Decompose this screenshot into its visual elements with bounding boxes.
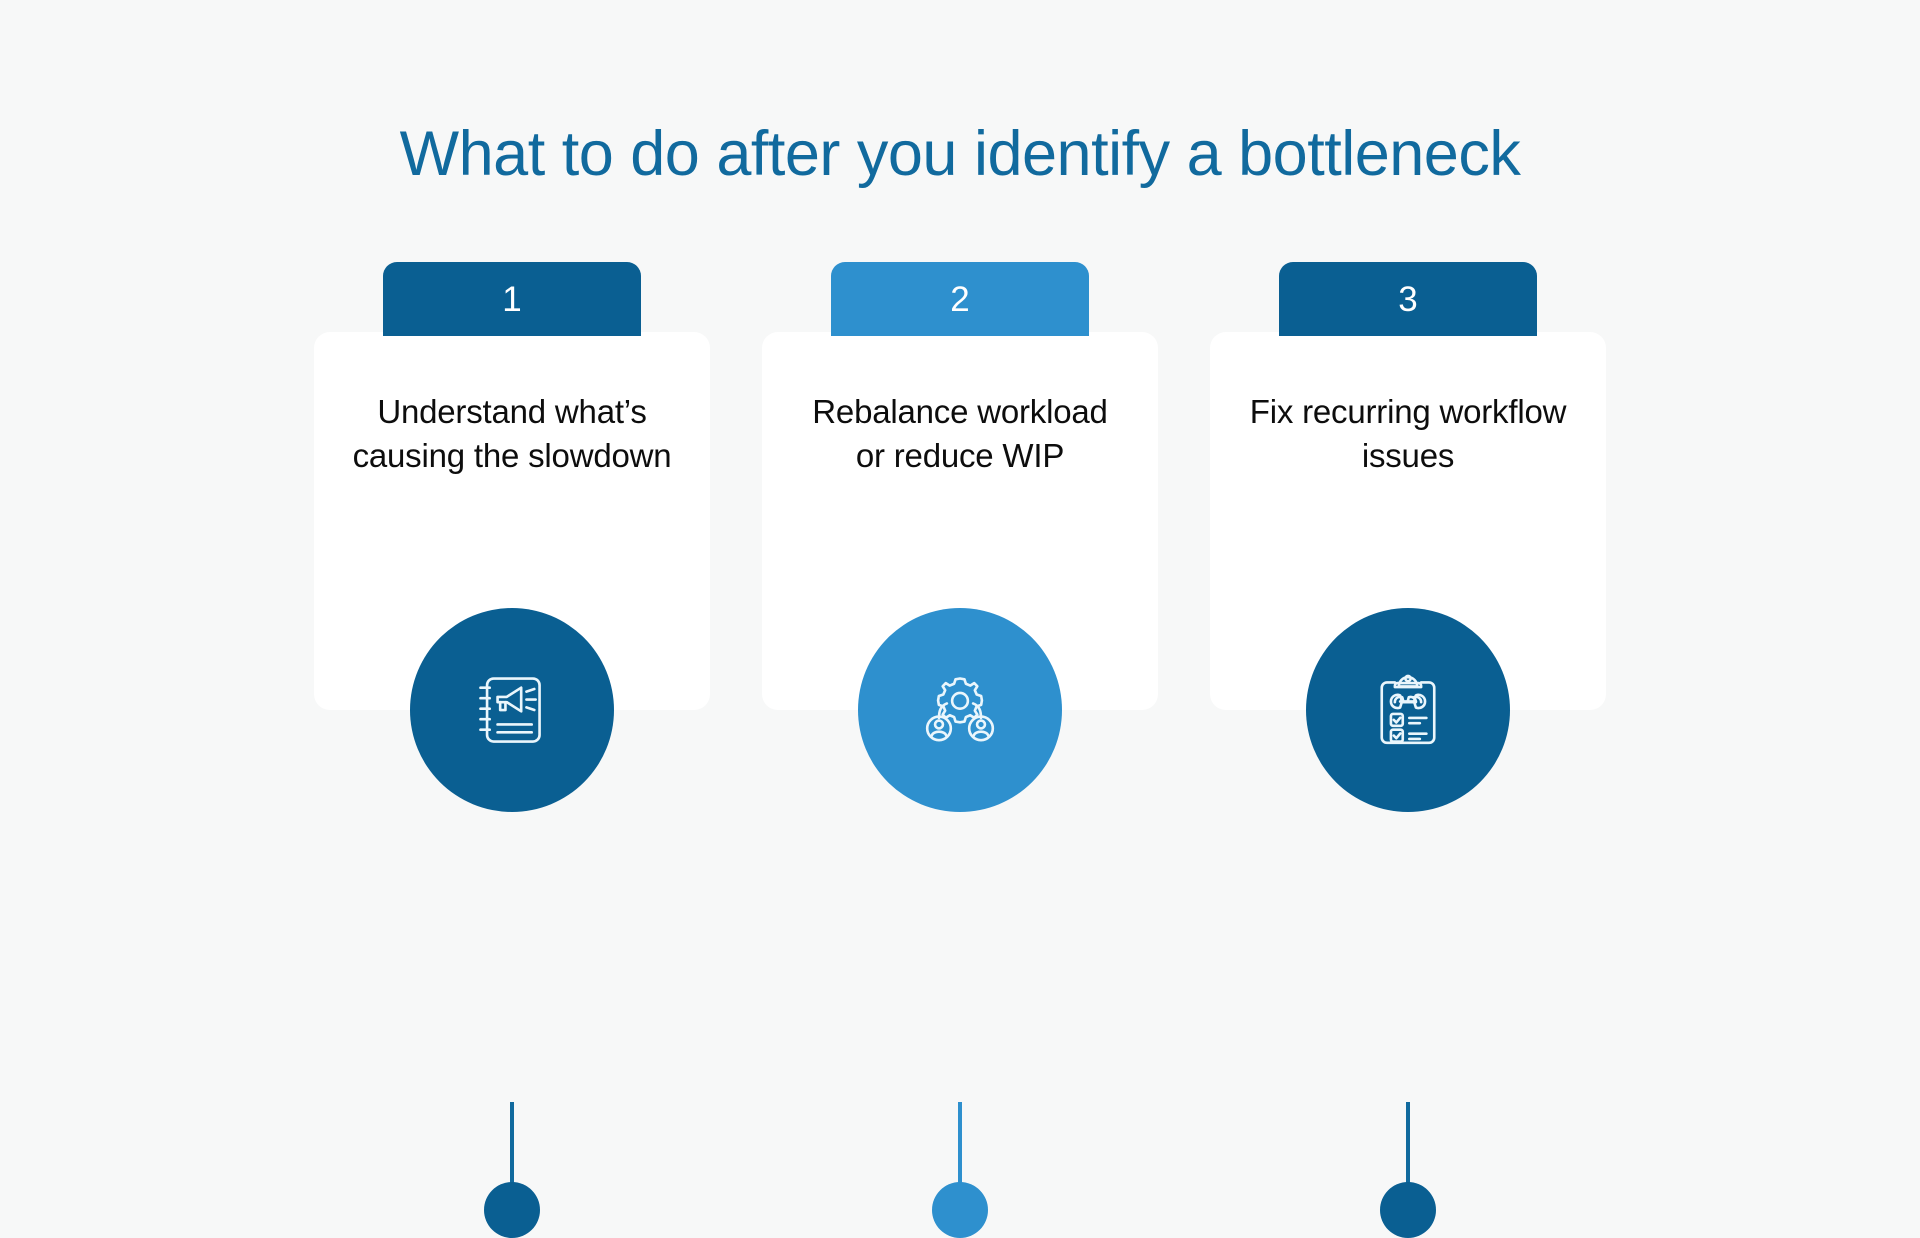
connector-dot-2 (932, 1182, 988, 1238)
connector-line-1 (510, 1102, 514, 1184)
step-description-1: Understand what’s causing the slowdown (352, 393, 672, 474)
step-number-badge-3: 3 (1279, 262, 1537, 336)
steps-container: 1 Understand what’s causing the slowdown (0, 262, 1920, 1238)
step-body-3: Fix recurring workflow issues (1210, 332, 1606, 710)
step-icon-circle-3 (1306, 608, 1510, 812)
connector-line-3 (1406, 1102, 1410, 1184)
step-description-3: Fix recurring workflow issues (1249, 393, 1567, 474)
clipboard-wrench-checklist-icon (1380, 674, 1436, 745)
connector-dot-3 (1380, 1182, 1436, 1238)
step-number-3: 3 (1398, 279, 1418, 319)
step-connector-3 (1380, 1102, 1436, 1238)
step-number-badge-2: 2 (831, 262, 1089, 336)
step-icon-circle-2 (858, 608, 1062, 812)
connector-dot-1 (484, 1182, 540, 1238)
step-connector-2 (932, 1102, 988, 1238)
step-icon-wrap-1 (410, 608, 614, 812)
step-card-3[interactable]: 3 Fix recurring workflow issues (1210, 262, 1606, 1238)
step-number-2: 2 (950, 279, 970, 319)
notebook-megaphone-icon (479, 677, 541, 743)
step-icon-wrap-3 (1306, 608, 1510, 812)
step-number-1: 1 (502, 279, 522, 319)
step-description-2: Rebalance workload or reduce WIP (812, 393, 1108, 474)
gear-team-icon (925, 677, 995, 742)
step-icon-circle-1 (410, 608, 614, 812)
step-card-1[interactable]: 1 Understand what’s causing the slowdown (314, 262, 710, 1238)
page-title: What to do after you identify a bottlene… (399, 119, 1521, 189)
step-icon-wrap-2 (858, 608, 1062, 812)
infographic-slide: What to do after you identify a bottlene… (0, 119, 1920, 1238)
connector-line-2 (958, 1102, 962, 1184)
step-number-badge-1: 1 (383, 262, 641, 336)
step-connector-1 (484, 1102, 540, 1238)
step-card-2[interactable]: 2 Rebalance workload or reduce WIP (762, 262, 1158, 1238)
